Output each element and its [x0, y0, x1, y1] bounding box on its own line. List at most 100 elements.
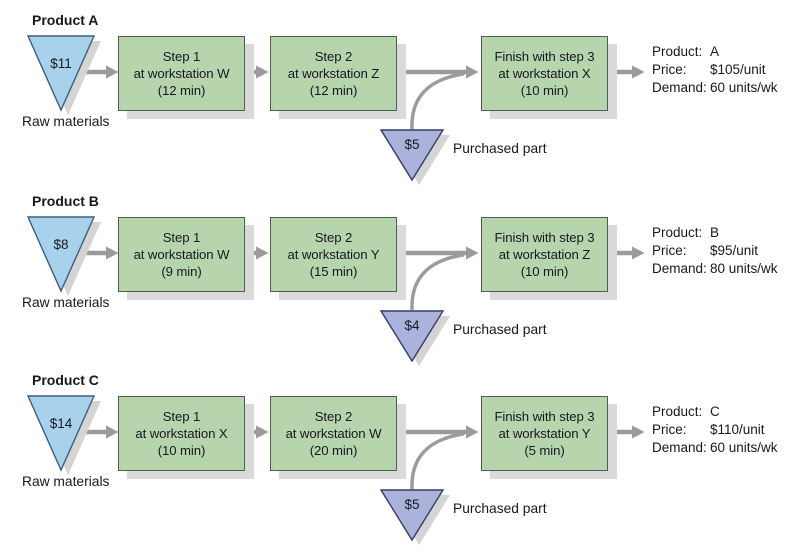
info-value: B	[710, 225, 720, 240]
info-value: $110/unit	[710, 422, 765, 437]
info-value: 60 units/wk	[710, 80, 778, 95]
purchased-part-triangle-icon	[379, 310, 445, 363]
flow-graphics-a	[26, 35, 645, 185]
info-value: $105/unit	[710, 62, 766, 77]
flow-arrowhead-icon	[106, 65, 119, 79]
info-label: Price:	[652, 243, 687, 258]
step-duration: (5 min)	[524, 443, 565, 458]
step-duration: (12 min)	[309, 83, 358, 98]
info-value: A	[710, 44, 720, 59]
info-label: Price:	[652, 62, 687, 77]
step-name: Step 2	[314, 49, 353, 64]
raw-material-cost: $11	[50, 56, 72, 71]
info-demand-line: Demand: 80 units/wk	[652, 260, 778, 278]
flow-arrowhead-icon	[256, 425, 269, 439]
step-3-box: Finish with step 3 at workstation Y (5 m…	[481, 396, 608, 471]
purchased-part-cost: $4	[404, 318, 420, 333]
info-value: 60 units/wk	[710, 440, 778, 455]
info-product-line: Product: A	[652, 43, 778, 61]
flow-arrowhead-icon	[466, 425, 479, 439]
step-duration: (10 min)	[520, 264, 569, 279]
info-label: Demand:	[652, 80, 707, 95]
purchased-part-label: Purchased part	[453, 141, 547, 156]
step-workstation: at workstation X	[498, 66, 591, 81]
step-duration: (15 min)	[309, 264, 358, 279]
raw-material-cost: $14	[49, 416, 73, 431]
step-workstation: at workstation Y	[498, 426, 591, 441]
step-duration: (20 min)	[309, 443, 358, 458]
purchased-part-connector	[410, 72, 465, 130]
info-label: Demand:	[652, 440, 707, 455]
step-name: Step 1	[162, 49, 201, 64]
step-duration: (10 min)	[520, 83, 569, 98]
raw-materials-label: Raw materials	[22, 295, 110, 310]
step-name: Finish with step 3	[494, 230, 595, 245]
product-output-info: Product: A Price: $105/unit Demand: 60 u…	[652, 43, 778, 97]
step-workstation: at workstation W	[133, 247, 230, 262]
step-3-box: Finish with step 3 at workstation X (10 …	[481, 36, 608, 111]
step-name: Step 2	[314, 230, 353, 245]
info-label: Product:	[652, 44, 703, 59]
info-price-line: Price: $105/unit	[652, 61, 778, 79]
info-product-line: Product: B	[652, 224, 778, 242]
purchased-part-cost: $5	[404, 497, 420, 512]
raw-materials-label: Raw materials	[22, 114, 110, 129]
flow-arrowhead-icon	[256, 246, 269, 260]
step-workstation: at workstation W	[133, 66, 230, 81]
info-demand-line: Demand: 60 units/wk	[652, 79, 778, 97]
product-title: Product C	[32, 372, 99, 388]
info-label: Demand:	[652, 261, 707, 276]
product-title: Product B	[32, 193, 99, 209]
raw-material-triangle-icon	[26, 395, 96, 472]
step-workstation: at workstation X	[135, 426, 228, 441]
raw-material-triangle-icon	[26, 35, 96, 112]
step-2-box: Step 2 at workstation Y (15 min)	[270, 217, 397, 292]
flow-graphics-c	[26, 395, 645, 545]
flow-arrowhead-icon	[466, 65, 479, 79]
product-title: Product A	[32, 12, 99, 28]
step-workstation: at workstation Z	[287, 66, 380, 81]
info-value: $95/unit	[710, 243, 759, 258]
step-name: Step 1	[162, 409, 201, 424]
purchased-part-triangle-icon	[379, 129, 445, 182]
product-flow-row-c: Product C $14 Raw materials Step 1 at wo…	[0, 360, 798, 552]
step-workstation: at workstation Z	[498, 247, 591, 262]
product-flow-row-a: Product A $11 Raw materials Step 1 at wo…	[0, 0, 798, 192]
step-1-box: Step 1 at workstation W (12 min)	[118, 36, 245, 111]
raw-material-triangle-icon	[26, 216, 96, 293]
step-workstation: at workstation Y	[287, 247, 380, 262]
purchased-part-label: Purchased part	[453, 322, 547, 337]
step-workstation: at workstation W	[285, 426, 382, 441]
product-output-info: Product: B Price: $95/unit Demand: 80 un…	[652, 224, 778, 278]
step-name: Step 2	[314, 409, 353, 424]
purchased-part-connector	[410, 253, 465, 311]
flow-arrowhead-icon	[106, 246, 119, 260]
flow-graphics-b	[26, 216, 645, 366]
step-name: Step 1	[162, 230, 201, 245]
info-value: C	[710, 404, 720, 419]
product-output-info: Product: C Price: $110/unit Demand: 60 u…	[652, 403, 778, 457]
info-price-line: Price: $95/unit	[652, 242, 778, 260]
flow-arrowhead-icon	[632, 65, 645, 79]
step-duration: (10 min)	[157, 443, 206, 458]
info-label: Product:	[652, 404, 703, 419]
raw-material-cost: $8	[53, 237, 69, 252]
step-name: Finish with step 3	[494, 49, 595, 64]
raw-materials-label: Raw materials	[22, 474, 110, 489]
info-value: 80 units/wk	[710, 261, 778, 276]
flow-arrowhead-icon	[632, 425, 645, 439]
info-label: Product:	[652, 225, 703, 240]
step-name: Finish with step 3	[494, 409, 595, 424]
step-2-box: Step 2 at workstation Z (12 min)	[270, 36, 397, 111]
purchased-part-triangle-icon	[379, 489, 445, 542]
step-1-box: Step 1 at workstation X (10 min)	[118, 396, 245, 471]
flow-arrowhead-icon	[256, 65, 269, 79]
purchased-part-connector	[410, 432, 465, 490]
step-duration: (12 min)	[157, 83, 206, 98]
flow-arrowhead-icon	[632, 246, 645, 260]
flow-arrowhead-icon	[466, 246, 479, 260]
info-demand-line: Demand: 60 units/wk	[652, 439, 778, 457]
purchased-part-cost: $5	[404, 137, 420, 152]
info-label: Price:	[652, 422, 687, 437]
